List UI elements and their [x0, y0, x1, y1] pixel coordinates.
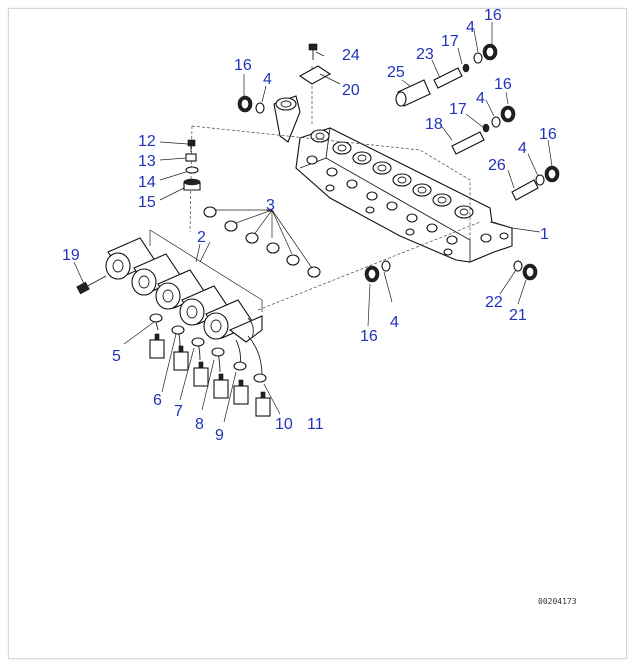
wire-connectors — [149, 313, 271, 417]
callout-19: 19 — [62, 247, 80, 264]
callout-labels: 16 4 24 20 25 23 17 4 16 16 4 17 18 16 4… — [62, 7, 557, 444]
callout-17: 17 — [449, 101, 467, 118]
drawing-number: 00204173 — [538, 597, 577, 606]
callout-16: 16 — [360, 328, 378, 345]
callout-12: 12 — [138, 133, 156, 150]
callout-11: 11 — [307, 416, 324, 433]
callout-9: 9 — [215, 427, 224, 444]
callout-4: 4 — [263, 71, 272, 88]
callout-8: 8 — [195, 416, 204, 433]
o-ring-set — [203, 206, 321, 278]
callout-5: 5 — [112, 348, 121, 365]
callout-2: 2 — [197, 229, 206, 246]
callout-24: 24 — [342, 47, 360, 64]
callout-22: 22 — [485, 294, 503, 311]
bracket-and-bolt — [298, 43, 332, 85]
callout-13: 13 — [138, 153, 156, 170]
valve-body — [273, 95, 513, 263]
callout-4: 4 — [390, 314, 399, 331]
callout-23: 23 — [416, 46, 434, 63]
callout-16: 16 — [539, 126, 557, 143]
callout-3: 3 — [266, 197, 275, 214]
callout-25: 25 — [387, 64, 405, 81]
callout-17: 17 — [441, 33, 459, 50]
callout-7: 7 — [174, 403, 183, 420]
solenoid-bank — [76, 229, 263, 343]
callout-21: 21 — [509, 307, 527, 324]
callout-16: 16 — [234, 57, 252, 74]
plug-small-parts — [183, 139, 201, 191]
callout-14: 14 — [138, 174, 156, 191]
callout-4: 4 — [466, 19, 475, 36]
callout-26: 26 — [488, 157, 506, 174]
diagram-frame — [8, 8, 627, 659]
callout-20: 20 — [342, 82, 360, 99]
callout-4: 4 — [476, 90, 485, 107]
callout-1: 1 — [540, 226, 549, 243]
callout-18: 18 — [425, 116, 443, 133]
callout-6: 6 — [153, 392, 162, 409]
callout-16: 16 — [484, 7, 502, 24]
callout-16: 16 — [494, 76, 512, 93]
callout-15: 15 — [138, 194, 156, 211]
callout-4: 4 — [518, 140, 527, 157]
leader-lines — [73, 22, 553, 423]
spools-and-plugs — [237, 43, 560, 283]
callout-10: 10 — [275, 416, 293, 433]
